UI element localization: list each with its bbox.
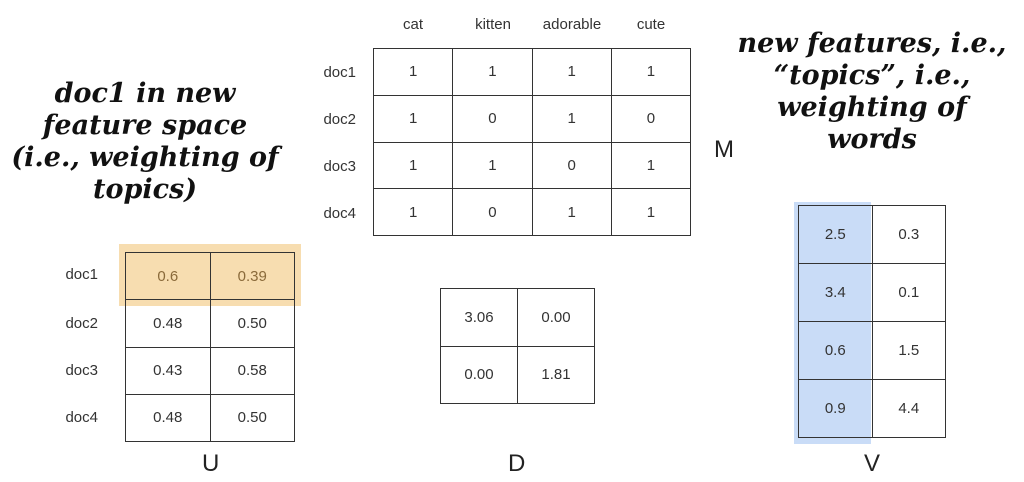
table-row: 1 1 0 1 (372, 141, 692, 190)
matrix-v: 2.5 0.3 3.4 0.1 0.6 1.5 0.9 4.4 (798, 205, 946, 438)
table-row: 0.48 0.50 (125, 299, 295, 348)
matrix-cell: 1.5 (871, 321, 946, 380)
note-line: words (827, 123, 917, 155)
row-label: doc4 (65, 409, 98, 426)
note-line: (i.e., weighting of (11, 141, 279, 173)
matrix-cell: 0 (610, 94, 692, 143)
row-label: doc1 (323, 64, 356, 81)
table-row: 3.06 0.00 (440, 288, 595, 347)
matrix-cell: 3.06 (440, 288, 518, 347)
matrix-cell: 1 (452, 48, 533, 96)
table-row: 3.4 0.1 (798, 263, 946, 322)
matrix-d-label: D (508, 450, 526, 477)
column-header: kitten (475, 16, 511, 33)
matrix-v-label: V (864, 450, 881, 477)
matrix-cell: 0.3 (871, 205, 946, 264)
matrix-cell: 1.81 (517, 345, 595, 404)
matrix-cell: 0.39 (209, 251, 295, 301)
row-label: doc1 (65, 266, 98, 283)
matrix-cell: 1 (531, 48, 612, 96)
matrix-m: 1 1 1 1 1 0 1 0 1 1 0 1 1 0 1 1 (372, 48, 692, 236)
matrix-cell: 1 (610, 48, 692, 96)
matrix-m-label: M (714, 136, 734, 163)
matrix-cell: 1 (531, 188, 612, 236)
row-label: doc4 (323, 205, 356, 222)
table-row: 2.5 0.3 (798, 205, 946, 264)
matrix-cell: 0.50 (209, 393, 295, 443)
matrix-cell: 1 (610, 188, 692, 236)
matrix-cell: 0.00 (517, 288, 595, 347)
matrix-cell: 3.4 (798, 263, 873, 322)
table-row: 0.9 4.4 (798, 379, 946, 438)
note-line: feature space (42, 109, 248, 141)
matrix-cell: 0.9 (798, 379, 873, 438)
matrix-cell: 0.43 (125, 346, 211, 395)
matrix-cell: 1 (452, 141, 533, 190)
table-row: 0.48 0.50 (125, 393, 295, 443)
matrix-cell: 0 (531, 141, 612, 190)
row-label: doc2 (323, 111, 356, 128)
column-header: adorable (542, 16, 602, 33)
note-line: weighting of (777, 91, 967, 123)
matrix-u-label: U (202, 450, 220, 477)
note-line: “topics”, i.e., (773, 59, 971, 91)
matrix-cell: 0.6 (125, 251, 211, 301)
table-row: 1 0 1 1 (372, 188, 692, 236)
matrix-cell: 1 (372, 48, 454, 96)
matrix-cell: 1 (372, 94, 454, 143)
column-header: cat (402, 16, 423, 33)
matrix-u: 0.6 0.39 0.48 0.50 0.43 0.58 0.48 0.50 (125, 251, 295, 443)
table-row: 0.43 0.58 (125, 346, 295, 395)
matrix-cell: 0.48 (125, 393, 211, 443)
table-row: 0.00 1.81 (440, 345, 595, 404)
matrix-cell: 2.5 (798, 205, 873, 264)
note-line: topics) (92, 173, 198, 205)
table-row: 0.6 0.39 (125, 251, 295, 301)
matrix-d: 3.06 0.00 0.00 1.81 (440, 288, 595, 404)
table-row: 0.6 1.5 (798, 321, 946, 380)
matrix-cell: 0.58 (209, 346, 295, 395)
matrix-cell: 0.50 (209, 299, 295, 348)
table-row: 1 0 1 0 (372, 94, 692, 143)
matrix-cell: 0.48 (125, 299, 211, 348)
matrix-cell: 1 (531, 94, 612, 143)
row-label: doc3 (65, 362, 98, 379)
matrix-cell: 4.4 (871, 379, 946, 438)
doc1-feature-note: doc1 in new feature space (i.e., weighti… (0, 78, 290, 205)
row-label: doc2 (65, 315, 98, 332)
matrix-cell: 0 (452, 188, 533, 236)
matrix-cell: 1 (610, 141, 692, 190)
matrix-cell: 0.00 (440, 345, 518, 404)
note-line: doc1 in new (54, 78, 236, 109)
column-header: cute (636, 16, 666, 33)
matrix-cell: 0 (452, 94, 533, 143)
topics-note: new features, i.e., “topics”, i.e., weig… (720, 28, 1024, 155)
matrix-cell: 1 (372, 141, 454, 190)
matrix-cell: 0.1 (871, 263, 946, 322)
matrix-cell: 0.6 (798, 321, 873, 380)
matrix-cell: 1 (372, 188, 454, 236)
row-label: doc3 (323, 158, 356, 175)
table-row: 1 1 1 1 (372, 48, 692, 96)
note-line: new features, i.e., (737, 28, 1007, 59)
